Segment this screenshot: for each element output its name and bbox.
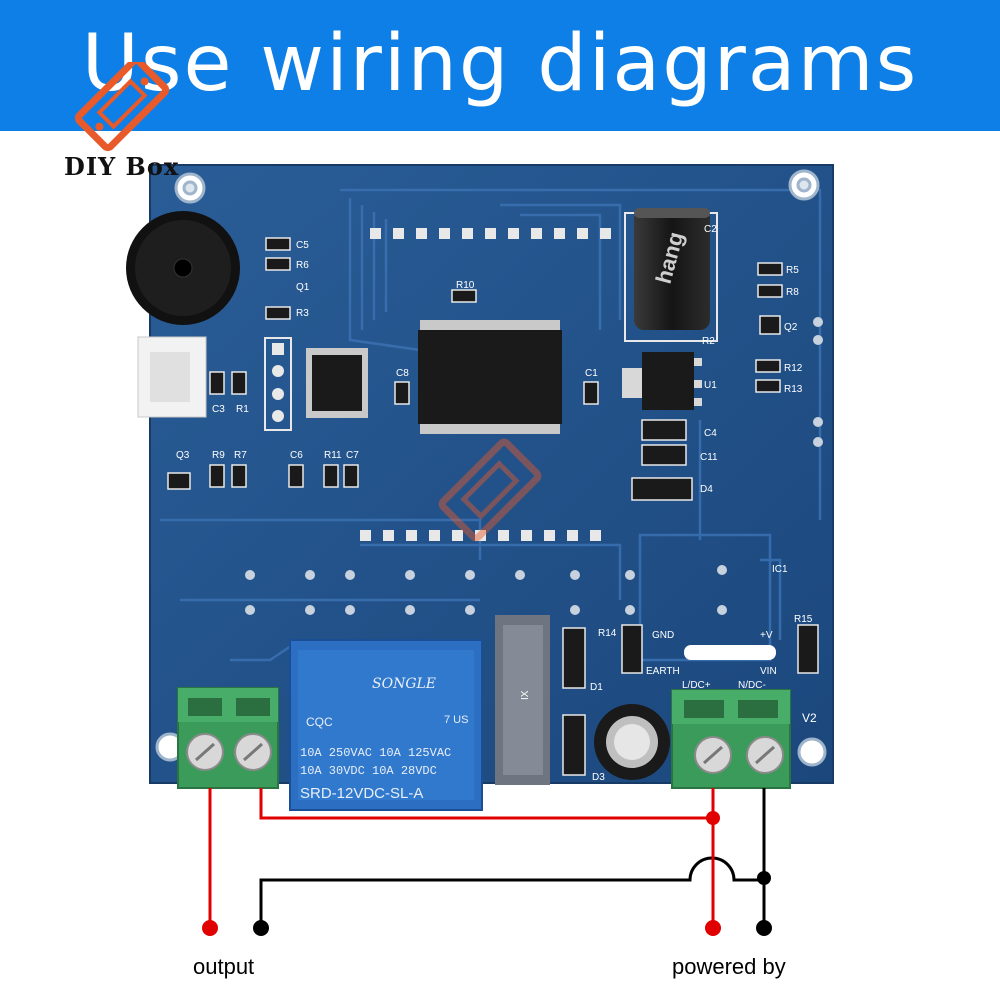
wiring [208, 788, 766, 928]
label-v2: V2 [802, 711, 817, 725]
label-r8: R8 [786, 287, 799, 298]
silkscreen-labels: C5 R6 Q1 R3 R10 C2 R5 R8 Q2 R2 U1 R12 R1… [176, 224, 817, 783]
label-c8: C8 [396, 368, 409, 379]
label-c7: C7 [346, 450, 359, 461]
relay-model: SRD-12VDC-SL-A [300, 785, 423, 802]
label-r6: R6 [296, 260, 309, 271]
label-c5: C5 [296, 240, 309, 251]
pcb [149, 164, 834, 784]
label-d3: D3 [592, 772, 605, 783]
label-c3: C3 [212, 404, 225, 415]
small-ic [306, 348, 368, 418]
buzzer [126, 211, 240, 325]
label-r15: R15 [794, 614, 813, 625]
label-l-dc-plus: L/DC+ [682, 680, 711, 691]
label-r2: R2 [702, 336, 715, 347]
label-r3: R3 [296, 308, 309, 319]
label-r11: R11 [324, 450, 342, 461]
label-gnd: GND [652, 630, 674, 641]
jst-connector [137, 336, 207, 418]
label-c1: C1 [585, 368, 598, 379]
label-q2: Q2 [784, 322, 798, 333]
label-c11: C11 [700, 452, 718, 463]
label-r10: R10 [456, 280, 475, 291]
label-r5: R5 [786, 265, 799, 276]
relay-rating-2: 10A 30VDC 10A 28VDC [300, 764, 437, 778]
crystal-ix: IX [495, 615, 550, 785]
electrolytic-capacitor-c2: hang [624, 208, 718, 342]
terminal-block-power [671, 689, 791, 789]
label-r14: R14 [598, 628, 617, 639]
label-c2: C2 [704, 224, 717, 235]
label-r1: R1 [236, 404, 249, 415]
label-n-dc-minus: N/DC- [738, 680, 766, 691]
banner-title: Use wiring diagrams [81, 19, 919, 109]
label-vin: VIN [760, 666, 777, 677]
electrolytic-capacitor-small [594, 704, 670, 780]
regulator-u1 [622, 352, 702, 410]
side-pads [245, 317, 823, 615]
label-r7: R7 [234, 450, 247, 461]
label-ix: IX [520, 690, 531, 700]
label-plus-v: +V [760, 630, 773, 641]
main-ic [418, 320, 562, 434]
label-d1: D1 [590, 682, 603, 693]
wire-relay-link-red [259, 788, 713, 820]
title-banner: Use wiring diagrams [0, 0, 1000, 131]
wire-dots [202, 811, 772, 936]
relay-cert: CQC [306, 715, 333, 729]
label-u1: U1 [704, 380, 717, 391]
header-pins-top [370, 228, 611, 239]
label-c6: C6 [290, 450, 303, 461]
label-output: output [193, 954, 255, 979]
label-r9: R9 [212, 450, 225, 461]
label-powered-by: powered by [672, 954, 786, 979]
wire-output-black [259, 856, 764, 928]
header-pins-bottom [360, 530, 601, 541]
smd-components [167, 237, 819, 776]
label-q1: Q1 [296, 282, 310, 293]
relay: SONGLE CQC 7 US 10A 250VAC 10A 125VAC 10… [289, 639, 483, 811]
label-q3: Q3 [176, 450, 190, 461]
terminal-block-output [177, 687, 279, 789]
mounting-holes [155, 169, 827, 767]
brand-name: DIY Box [64, 152, 180, 181]
label-ic1: IC1 [772, 564, 788, 575]
diy-box-logo-icon [74, 62, 170, 152]
relay-brand: SONGLE [372, 676, 436, 692]
label-r13: R13 [784, 384, 803, 395]
watermark-logo-icon [438, 438, 542, 542]
label-r12: R12 [784, 363, 803, 374]
relay-ul: 7 US [444, 714, 468, 726]
label-d4: D4 [700, 484, 713, 495]
label-earth: EARTH [646, 666, 680, 677]
relay-rating-1: 10A 250VAC 10A 125VAC [300, 746, 451, 760]
label-c4: C4 [704, 428, 717, 439]
four-pin-header [264, 337, 292, 431]
isolation-slot [684, 645, 776, 660]
